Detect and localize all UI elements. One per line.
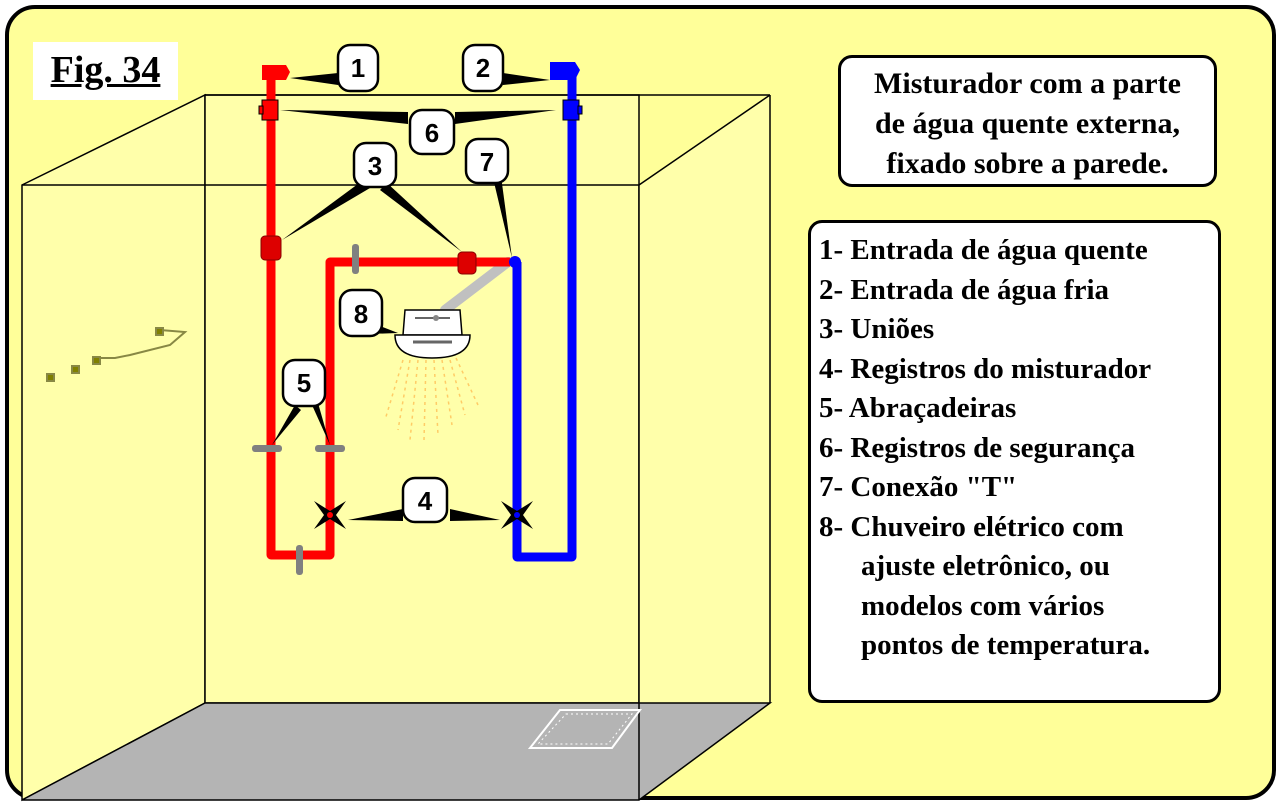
legend-item: 4- Registros do misturador <box>819 352 1152 385</box>
legend-item: 7- Conexão "T" <box>819 471 1018 503</box>
legend-item-continuation: ajuste eletrônico, ou <box>861 550 1110 582</box>
callout-5: 5 <box>281 358 327 408</box>
t-connection <box>509 256 521 268</box>
shower-arm <box>440 257 513 315</box>
callout-6: 6 <box>408 108 456 156</box>
union-vertical <box>260 235 282 261</box>
callout-7: 7 <box>464 137 510 185</box>
legend-item: 5- Abraçadeiras <box>819 392 1017 424</box>
figure-title: Fig. 34 <box>33 42 178 100</box>
callout-8-label: 8 <box>354 299 368 329</box>
union-horizontal <box>457 251 477 275</box>
towel-rack <box>46 327 188 382</box>
right-wall <box>639 95 770 800</box>
description-box: Misturador com a parte de água quente ex… <box>838 55 1217 187</box>
callout-4: 4 <box>401 476 449 524</box>
mixer-valve-hot <box>314 501 346 529</box>
shower-head <box>394 309 471 359</box>
callouts: 1 2 6 3 7 8 5 4 <box>281 43 510 524</box>
description-line: de água quente externa, <box>875 107 1180 140</box>
mixer-valve-cold <box>501 501 533 529</box>
legend-box: 1- Entrada de água quente 2- Entrada de … <box>808 220 1221 703</box>
legend-item: 1- Entrada de água quente <box>819 234 1148 266</box>
clamp <box>296 545 303 575</box>
callout-8: 8 <box>338 288 384 338</box>
clamp <box>315 445 345 452</box>
clamp <box>352 244 359 274</box>
legend-item: 8- Chuveiro elétrico com <box>819 510 1124 543</box>
callout-1-label: 1 <box>351 53 365 83</box>
callout-3: 3 <box>352 141 398 189</box>
shower-enclosure <box>21 60 773 802</box>
legend-item: 2- Entrada de água fria <box>819 273 1109 306</box>
hot-inlet-elbow <box>262 65 290 80</box>
legend-item: 6- Registros de segurança <box>819 431 1136 464</box>
legend-item-continuation: modelos com vários <box>861 589 1105 622</box>
description-line: Misturador com a parte <box>874 67 1181 100</box>
safety-valve-hot <box>258 99 279 121</box>
callout-3-label: 3 <box>368 151 382 181</box>
shower-spray <box>384 357 479 441</box>
callout-6-label: 6 <box>425 118 439 148</box>
unions <box>260 235 477 275</box>
floor-drain <box>527 709 642 749</box>
legend-item-continuation: pontos de temperatura. <box>861 629 1151 661</box>
callout-5-label: 5 <box>297 368 311 398</box>
left-wall <box>21 93 206 802</box>
cold-inlet-elbow <box>550 62 580 80</box>
clamp <box>252 445 282 452</box>
safety-valve-cold <box>562 99 583 121</box>
cold-water-pipes <box>512 72 577 562</box>
callout-2: 2 <box>461 43 505 93</box>
callout-4-label: 4 <box>418 486 433 516</box>
callout-1: 1 <box>336 43 380 93</box>
legend-item: 3- Uniões <box>819 313 935 345</box>
callout-7-label: 7 <box>480 147 494 177</box>
description-line: fixado sobre a parede. <box>886 147 1169 180</box>
clamps <box>252 244 359 575</box>
callout-2-label: 2 <box>476 53 490 83</box>
leader-lines <box>272 73 556 521</box>
